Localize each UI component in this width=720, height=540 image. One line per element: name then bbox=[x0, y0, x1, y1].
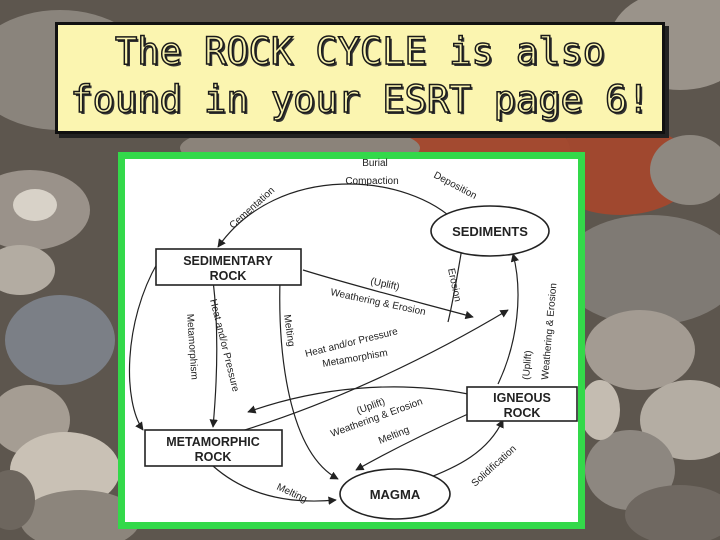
arrow-igneous-to-metamorphic bbox=[247, 386, 469, 414]
cycle-arrows bbox=[128, 183, 519, 505]
node-sedimentary-label-2: ROCK bbox=[210, 269, 247, 283]
label-uplift-3: (Uplift) bbox=[521, 350, 535, 380]
node-magma: MAGMA bbox=[339, 468, 451, 520]
node-igneous-label-1: IGNEOUS bbox=[493, 391, 551, 405]
label-solidification: Solidification bbox=[470, 443, 519, 489]
label-burial: Burial bbox=[362, 158, 388, 169]
arrow-igneous-to-sediments bbox=[497, 253, 519, 385]
node-igneous-rock: IGNEOUS ROCK bbox=[466, 386, 578, 422]
node-sedimentary-rock: SEDIMENTARY ROCK bbox=[155, 248, 302, 286]
arrow-sedimentary-melting-to-magma bbox=[279, 279, 339, 480]
label-erosion: Erosion bbox=[445, 267, 463, 302]
node-sediments: SEDIMENTS bbox=[430, 205, 550, 257]
arrow-metamorphic-to-magma bbox=[212, 465, 337, 505]
node-igneous-label-2: ROCK bbox=[504, 406, 541, 420]
node-sediments-label: SEDIMENTS bbox=[452, 224, 528, 239]
arrow-sedimentary-to-metamorphic-outer bbox=[128, 261, 159, 431]
label-melting-1: Melting bbox=[281, 314, 296, 347]
arrow-sedimentary-to-metamorphic bbox=[209, 279, 218, 428]
arrow-igneous-melting-to-magma bbox=[355, 413, 469, 471]
label-metamorphism-1: Metamorphism bbox=[184, 313, 200, 380]
rock-cycle-diagram: SEDIMENTS SEDIMENTARY ROCK METAMORPHIC R… bbox=[128, 158, 578, 520]
label-compaction: Compaction bbox=[345, 176, 398, 187]
node-metamorphic-rock: METAMORPHIC ROCK bbox=[144, 429, 283, 467]
node-metamorphic-label-2: ROCK bbox=[195, 450, 232, 464]
slide-title-line-2: found in your ESRT page 6! bbox=[70, 77, 651, 122]
node-magma-label: MAGMA bbox=[370, 487, 421, 502]
label-deposition: Deposition bbox=[432, 170, 479, 202]
label-heat-pressure-1: Heat and/or Pressure bbox=[207, 298, 241, 393]
arrow-sedimentary-to-sediments bbox=[302, 269, 474, 320]
label-cementation: Cementation bbox=[228, 185, 277, 231]
slide-title-line-1: The ROCK CYCLE is also bbox=[114, 29, 606, 74]
label-melting-3: Melting bbox=[275, 482, 309, 506]
label-weathering-3: Weathering & Erosion bbox=[540, 283, 559, 381]
title-banner bbox=[55, 22, 665, 134]
arrow-sediments-to-sedimentary bbox=[217, 183, 459, 248]
node-sedimentary-label-1: SEDIMENTARY bbox=[183, 254, 273, 268]
arrow-metamorphic-to-sediments bbox=[237, 309, 509, 433]
node-metamorphic-label-1: METAMORPHIC bbox=[166, 435, 260, 449]
